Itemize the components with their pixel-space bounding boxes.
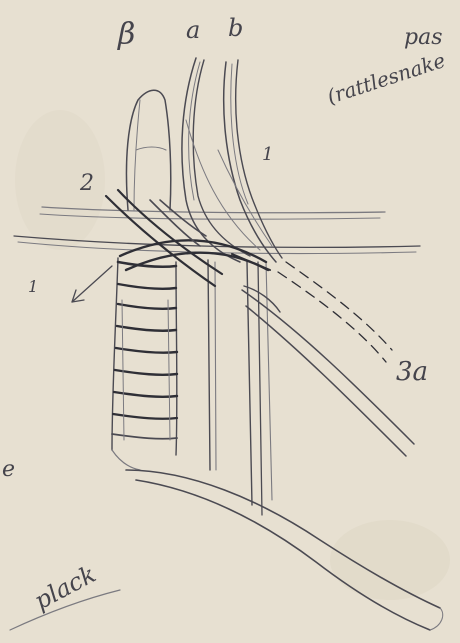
stick-a — [182, 58, 260, 262]
label-2: 2 — [79, 171, 94, 196]
label-1-left: 1 — [28, 277, 38, 296]
label-beta: β — [117, 17, 135, 52]
label-pas: pas — [404, 25, 443, 50]
vertical-posts — [208, 260, 272, 515]
label-a: a — [186, 16, 200, 44]
label-b: b — [228, 14, 243, 42]
left-arrow — [72, 266, 112, 302]
wrapped-bundle — [112, 258, 177, 470]
rod-beta — [126, 90, 170, 210]
label-1-right: 1 — [262, 144, 273, 165]
label-margin-fragment: e — [2, 457, 15, 482]
leg-3a — [242, 262, 414, 456]
label-3a: 3a — [396, 357, 428, 387]
label-rattlesnake: (rattlesnake — [324, 48, 448, 109]
